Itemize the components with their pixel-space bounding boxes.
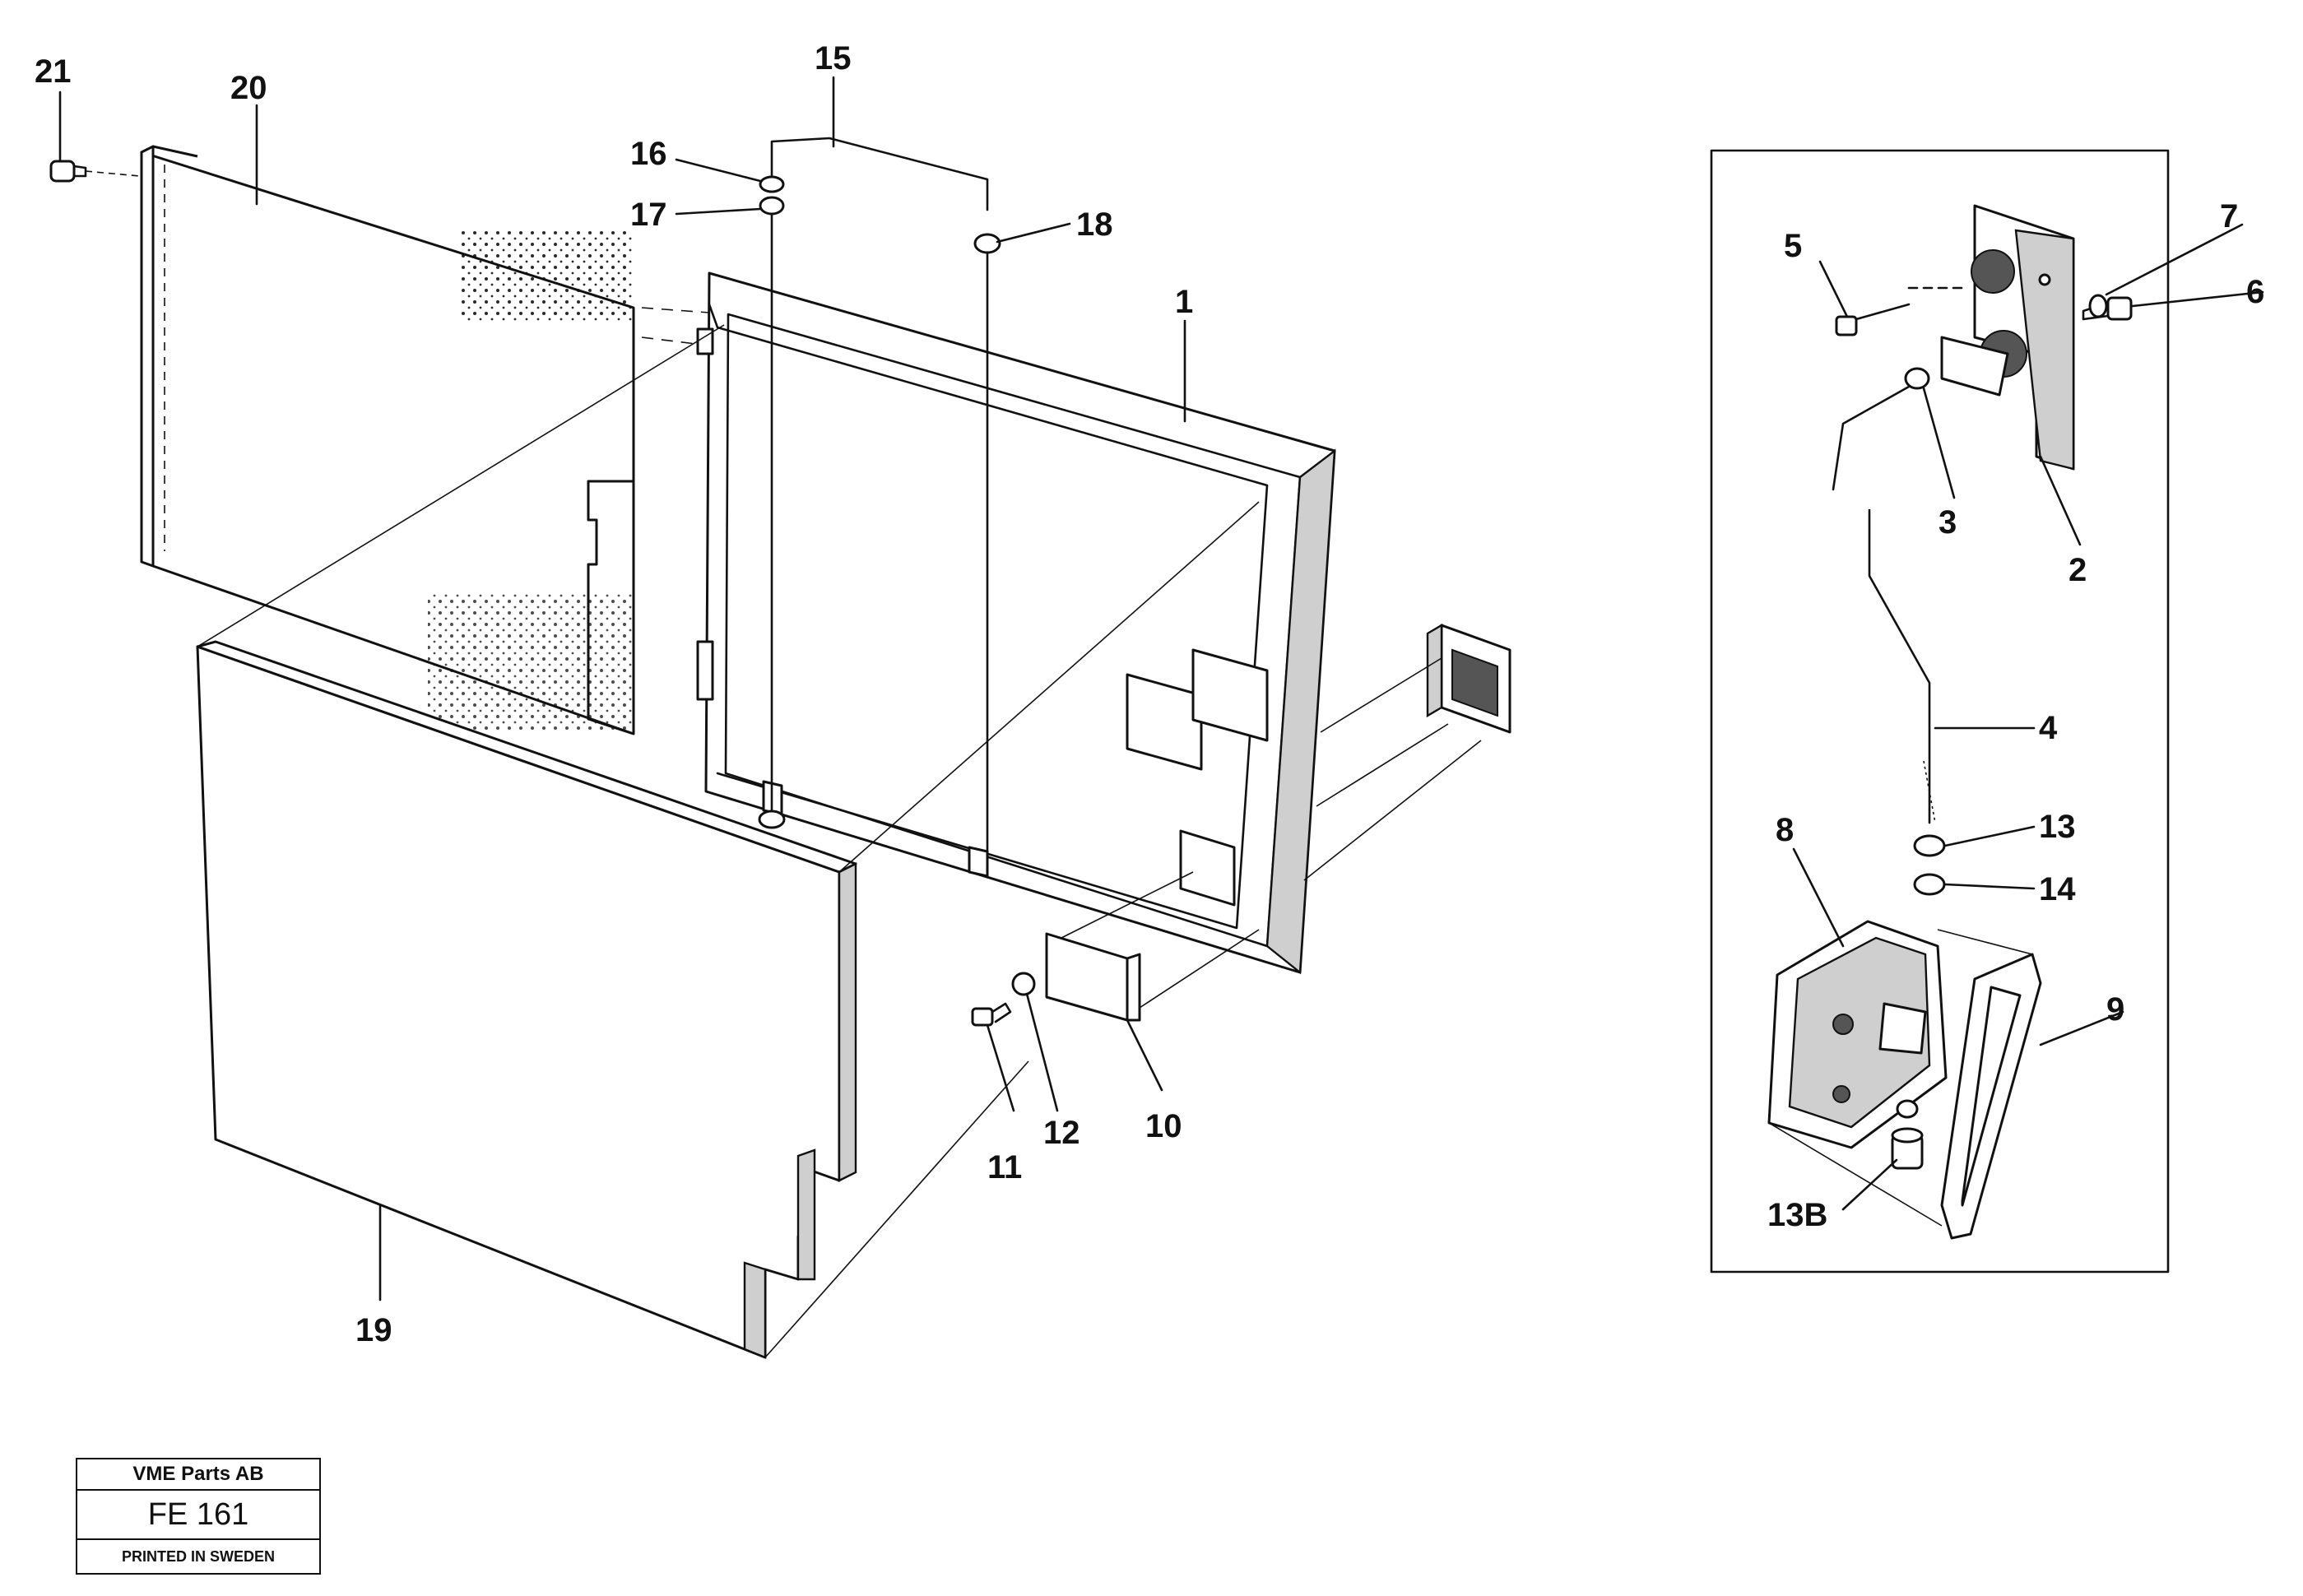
nut-13 — [1913, 834, 1946, 857]
callout-15: 15 — [815, 40, 852, 77]
callout-6: 6 — [2246, 274, 2264, 310]
handle-housing-8 — [1767, 920, 1948, 1149]
washer-17 — [759, 196, 785, 216]
insulation-board-19 — [196, 324, 1260, 1359]
bolt-21 — [49, 160, 141, 183]
title-block: VME Parts AB FE 161 PRINTED IN SWEDEN — [76, 1458, 321, 1575]
washer-13b-upper — [1896, 1099, 1919, 1119]
callout-1: 1 — [1175, 284, 1193, 320]
callout-20: 20 — [230, 70, 267, 106]
print-note: PRINTED IN SWEDEN — [121, 1547, 275, 1565]
callout-13: 13 — [2039, 809, 2076, 845]
callout-16: 16 — [630, 136, 667, 172]
clip-3 — [1904, 367, 1930, 390]
callout-7: 7 — [2220, 198, 2238, 234]
nut-13b — [1891, 1127, 1924, 1170]
washer-12 — [1011, 972, 1036, 996]
door-frame-1 — [641, 271, 1336, 975]
washer-7 — [2088, 294, 2108, 318]
lock-body-2 — [1940, 204, 2075, 471]
handle-housing — [1303, 623, 1511, 881]
callout-17: 17 — [630, 197, 667, 233]
rod-15 — [770, 137, 989, 865]
bolt-11 — [971, 1002, 1012, 1027]
rod-4 — [1832, 385, 1936, 824]
callout-12: 12 — [1043, 1115, 1080, 1151]
callout-18: 18 — [1076, 206, 1113, 243]
callout-19: 19 — [355, 1312, 392, 1348]
callout-3: 3 — [1939, 504, 1957, 541]
perforated-panel-20 — [140, 145, 635, 735]
callout-4: 4 — [2039, 710, 2058, 746]
callout-2: 2 — [2069, 552, 2087, 588]
callout-11: 11 — [987, 1149, 1022, 1185]
callout-8: 8 — [1776, 812, 1794, 848]
company-name: VME Parts AB — [77, 1459, 319, 1491]
bracket-10 — [1045, 871, 1260, 1022]
callout-21: 21 — [35, 53, 72, 90]
callout-5: 5 — [1784, 228, 1802, 264]
washer-14 — [1913, 873, 1946, 896]
callout-13b: 13B — [1767, 1197, 1827, 1233]
washer-16 — [759, 175, 785, 193]
callout-14: 14 — [2039, 871, 2076, 907]
screw-5 — [1835, 286, 1968, 336]
cap-18 — [973, 233, 1001, 254]
leader-lines — [58, 76, 2264, 1301]
detail-inset-frame — [1710, 149, 2170, 1274]
callout-10: 10 — [1145, 1108, 1182, 1144]
drawing-code: FE 161 — [77, 1491, 319, 1540]
callout-9: 9 — [2106, 991, 2124, 1028]
gasket-9 — [1768, 929, 2042, 1240]
washer-lower — [758, 810, 786, 829]
